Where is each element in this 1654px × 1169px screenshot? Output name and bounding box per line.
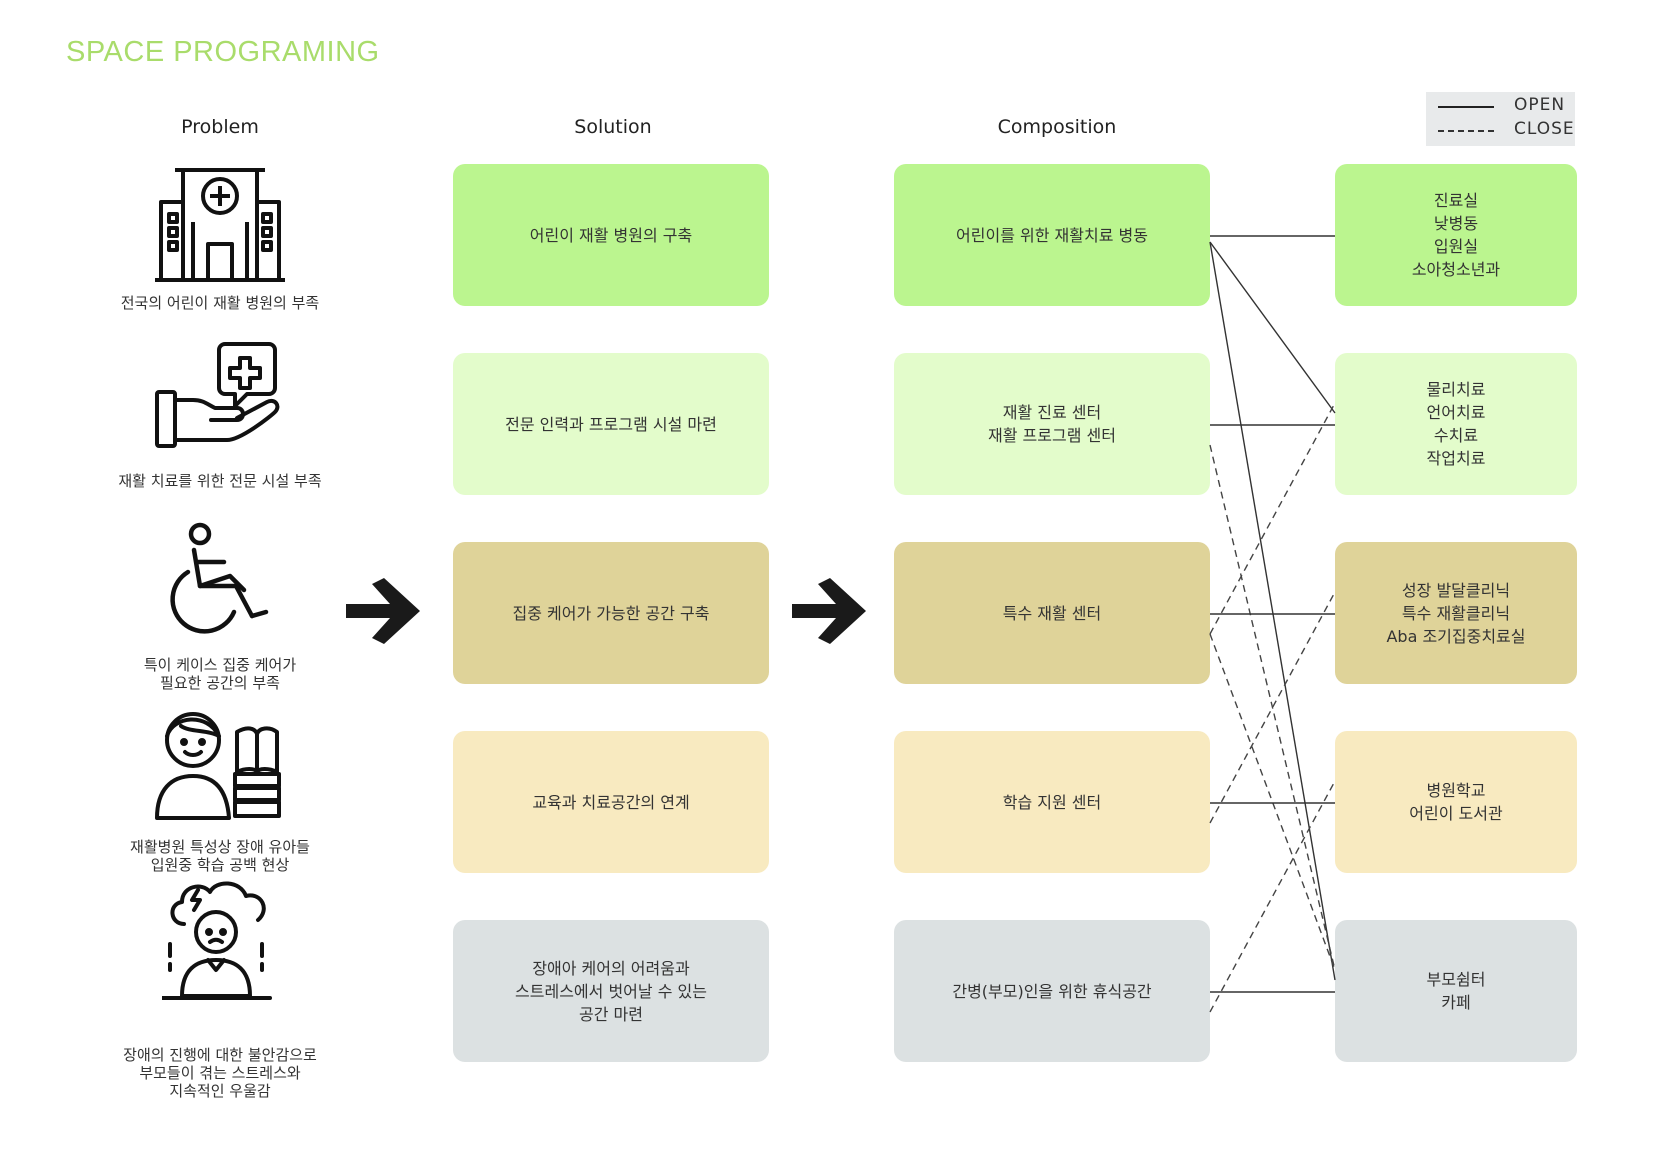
child-books-icon [155, 712, 281, 820]
composition-box-3: 특수 재활 센터 [894, 542, 1210, 684]
space-box-2: 물리치료 언어치료 수치료 작업치료 [1335, 353, 1577, 495]
connection-close-3-2 [1209, 402, 1336, 635]
problem-caption-2: 재활 치료를 위한 전문 시설 부족 [118, 472, 322, 490]
space-box-4: 병원학교 어린이 도서관 [1335, 731, 1577, 873]
legend-close-label: CLOSE [1514, 119, 1575, 139]
close-line-sample [1438, 130, 1494, 132]
solution-box-4: 교육과 치료공간의 연계 [453, 731, 769, 873]
solution-box-1: 어린이 재활 병원의 구축 [453, 164, 769, 306]
wheelchair-icon [170, 522, 269, 634]
open-line-sample [1438, 106, 1494, 108]
solution-box-2: 전문 인력과 프로그램 시설 마련 [453, 353, 769, 495]
problem-caption-1: 전국의 어린이 재활 병원의 부족 [120, 294, 320, 312]
problem-caption-5: 장애의 진행에 대한 불안감으로 부모들이 겪는 스트레스와 지속적인 우울감 [123, 1046, 317, 1100]
problem-header: Problem [181, 116, 259, 138]
connection-close-4-3 [1209, 591, 1336, 824]
connection-close-5-4 [1209, 780, 1336, 1013]
connection-open-1-5 [1209, 241, 1336, 981]
connection-close-2-5 [1209, 444, 1336, 971]
solution-header: Solution [574, 116, 652, 138]
stressed-person-icon [162, 881, 272, 1000]
legend-open-label: OPEN [1514, 95, 1566, 115]
solution-box-3: 집중 케어가 가능한 공간 구축 [453, 542, 769, 684]
hospital-icon [155, 168, 285, 282]
composition-box-5: 간병(부모)인을 위한 휴식공간 [894, 920, 1210, 1062]
connection-close-3-5 [1209, 633, 1336, 971]
space-box-1: 진료실 낮병동 입원실 소아청소년과 [1335, 164, 1577, 306]
space-box-3: 성장 발달클리닉 특수 재활클리닉 Aba 조기집중치료실 [1335, 542, 1577, 684]
problem-caption-3: 특이 케이스 집중 케어가 필요한 공간의 부족 [143, 656, 297, 692]
composition-box-1: 어린이를 위한 재활치료 병동 [894, 164, 1210, 306]
arrow-right-icon [346, 578, 420, 644]
space-box-5: 부모쉼터 카페 [1335, 920, 1577, 1062]
arrow-right-icon [792, 578, 866, 644]
composition-box-4: 학습 지원 센터 [894, 731, 1210, 873]
composition-box-2: 재활 진료 센터 재활 프로그램 센터 [894, 353, 1210, 495]
composition-header: Composition [997, 116, 1117, 138]
problem-caption-4: 재활병원 특성상 장애 유아들 입원중 학습 공백 현상 [130, 838, 310, 874]
line-legend: OPEN CLOSE [1426, 92, 1575, 146]
connection-open-1-2 [1209, 241, 1336, 414]
care-hand-icon [155, 342, 280, 448]
solution-box-5: 장애아 케어의 어려움과 스트레스에서 벗어날 수 있는 공간 마련 [453, 920, 769, 1062]
page-title: SPACE PROGRAMING [66, 36, 380, 68]
